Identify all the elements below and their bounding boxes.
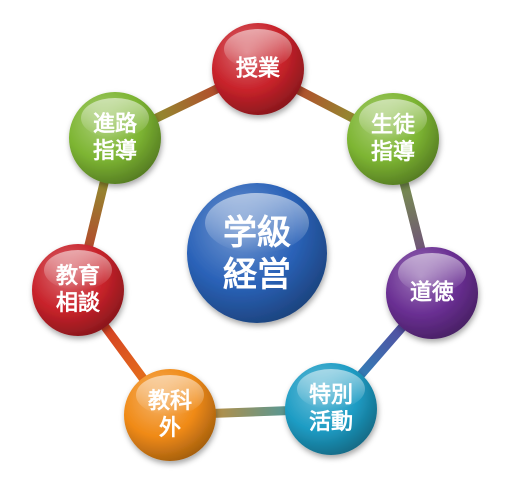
node-label-dotoku-line-1: 道徳 (410, 280, 454, 306)
node-label-kyoiku-line-1: 教育 (56, 263, 100, 289)
center-node-gloss (205, 193, 309, 253)
node-dotoku: 道徳 (386, 247, 478, 339)
node-label-seito-line-1: 生徒 (371, 112, 416, 138)
node-gloss-tokkatsu (297, 369, 365, 409)
node-gloss-kyokagai (136, 375, 204, 415)
node-label-tokkatsu-line-2: 活動 (309, 410, 353, 435)
node-label-seito-line-2: 指導 (371, 139, 415, 165)
node-label-shinro-line-2: 指導 (93, 138, 137, 164)
node-label-tokkatsu-line-1: 特別 (309, 382, 353, 408)
center-label-line-2: 経営 (223, 255, 291, 295)
node-label-shinro-line-1: 進路 (93, 111, 138, 137)
node-gloss-seito (359, 99, 427, 139)
center-label-line-1: 学級 (223, 213, 291, 253)
center-node-group: 学級 経営 (187, 183, 327, 323)
node-kyokagai: 教科外 (124, 369, 216, 461)
node-label-jugyo-line-1: 授業 (236, 57, 281, 82)
node-gloss-dotoku (398, 253, 466, 293)
node-gloss-jugyo (224, 29, 292, 69)
node-label-kyokagai-line-1: 教科 (148, 388, 192, 414)
node-label-kyoiku-line-2: 相談 (56, 290, 101, 316)
node-label-kyokagai-line-2: 外 (159, 415, 181, 441)
node-jugyo: 授業 (212, 23, 304, 115)
node-gloss-shinro (81, 98, 149, 138)
node-gloss-kyoiku (44, 250, 112, 290)
